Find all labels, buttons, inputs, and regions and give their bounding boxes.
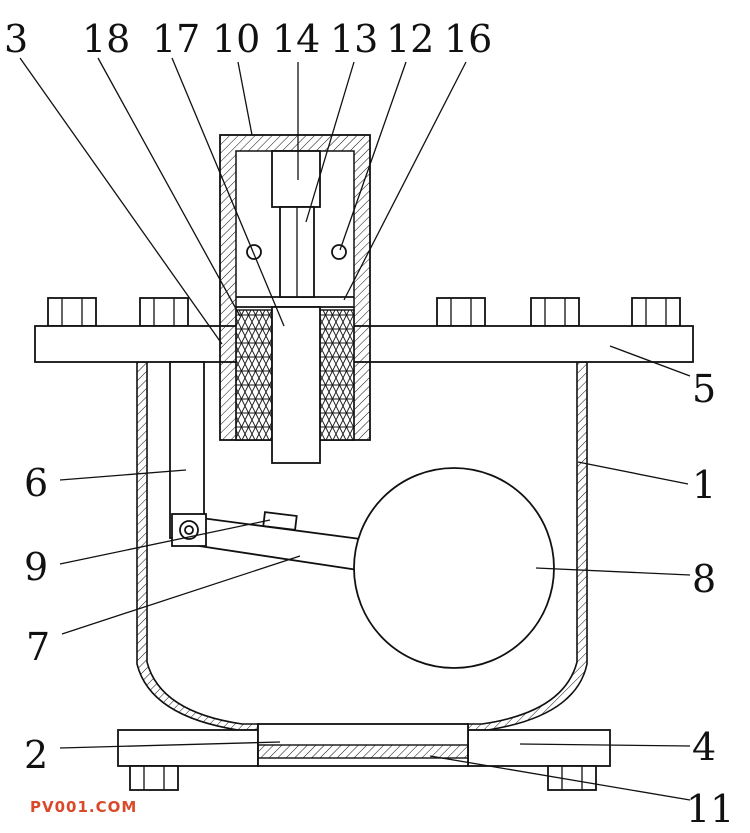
callout-5: 5: [692, 367, 716, 411]
callout-17: 17: [152, 17, 200, 61]
callout-2: 2: [24, 733, 48, 777]
plunger-rod: [271, 306, 321, 464]
watermark: PV001.COM: [30, 798, 137, 816]
lever-arm: [185, 511, 369, 571]
callout-9: 9: [24, 545, 48, 589]
callout-10: 10: [212, 17, 260, 61]
callout-14: 14: [272, 17, 320, 61]
callout-12: 12: [386, 17, 434, 61]
callout-3: 3: [4, 17, 28, 61]
callout-11: 11: [686, 787, 734, 831]
callout-1: 1: [692, 463, 716, 507]
callout-labels: 3 18 17 10 14 13 12 16 5 1 6 9 8 7 2 4 1…: [4, 17, 734, 831]
pivot-joint: [171, 513, 207, 547]
leader-lines: [19, 57, 691, 801]
callout-13: 13: [330, 17, 378, 61]
callout-8: 8: [692, 557, 716, 601]
callout-4: 4: [692, 725, 716, 769]
base-assembly: [117, 723, 611, 791]
callout-18: 18: [82, 17, 130, 61]
callout-16: 16: [444, 17, 492, 61]
callout-6: 6: [24, 461, 48, 505]
lever-support: [169, 361, 205, 539]
solenoid-housing: [219, 134, 371, 441]
float-ball: [353, 467, 555, 669]
callout-7: 7: [26, 625, 50, 669]
